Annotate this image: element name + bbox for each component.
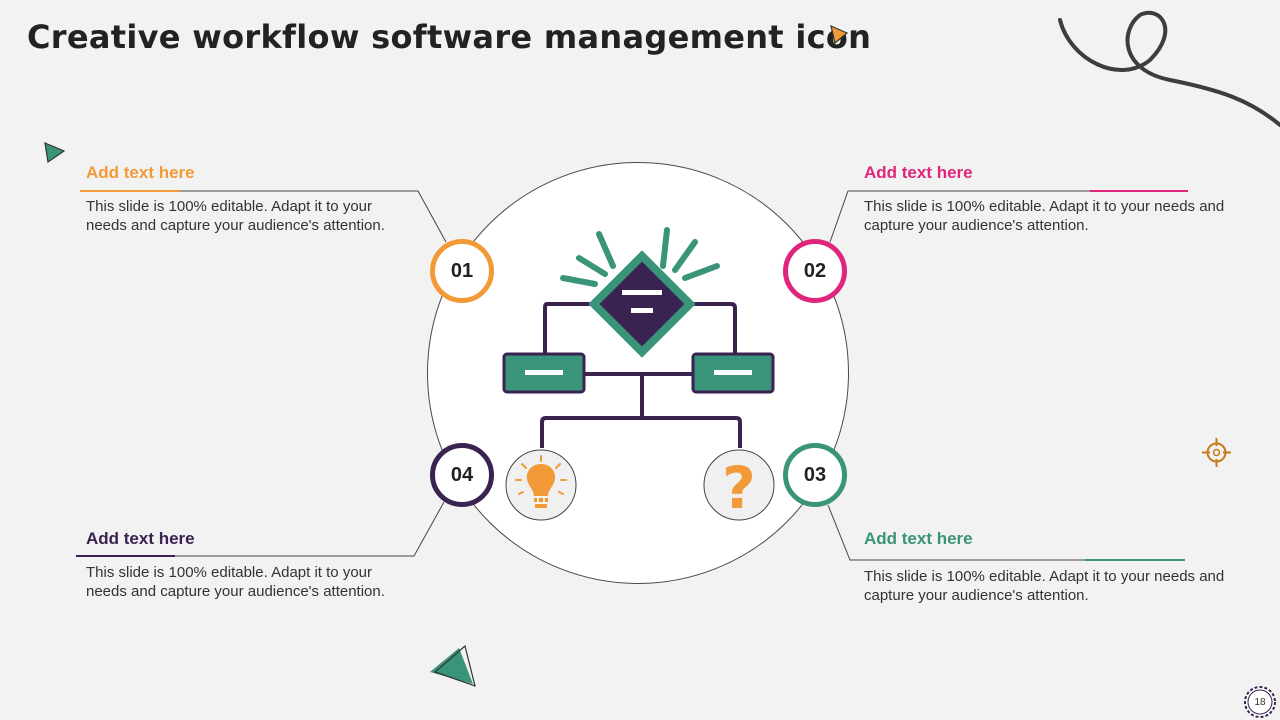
item-03-heading: Add text here xyxy=(864,529,973,548)
item-04-heading: Add text here xyxy=(86,529,195,548)
page-number-gear-icon xyxy=(1244,686,1276,718)
triangle-decoration-orange xyxy=(830,24,849,45)
badge-02: 02 xyxy=(783,239,847,303)
badge-03: 03 xyxy=(783,443,847,507)
item-01-heading: Add text here xyxy=(86,163,195,182)
item-02-heading: Add text here xyxy=(864,163,973,182)
target-icon xyxy=(1202,438,1231,467)
page-number: 18 xyxy=(1254,696,1266,708)
item-04-body: This slide is 100% editable. Adapt it to… xyxy=(86,564,385,600)
badge-04: 04 xyxy=(430,443,494,507)
workflow-diagram-icon xyxy=(502,227,775,448)
triangle-decoration-teal xyxy=(44,142,66,164)
slide-title: Creative workflow software management ic… xyxy=(27,18,872,56)
badge-01: 01 xyxy=(430,239,494,303)
item-01-body: This slide is 100% editable. Adapt it to… xyxy=(86,198,385,234)
lightbulb-icon xyxy=(505,449,577,521)
item-03-body: This slide is 100% editable. Adapt it to… xyxy=(864,568,1225,604)
question-mark-icon: ? xyxy=(703,449,775,522)
triangle-decoration-bottom xyxy=(430,644,476,687)
question-glyph: ? xyxy=(722,454,756,522)
swirl-decoration xyxy=(1058,10,1280,127)
item-02-body: This slide is 100% editable. Adapt it to… xyxy=(864,198,1225,234)
